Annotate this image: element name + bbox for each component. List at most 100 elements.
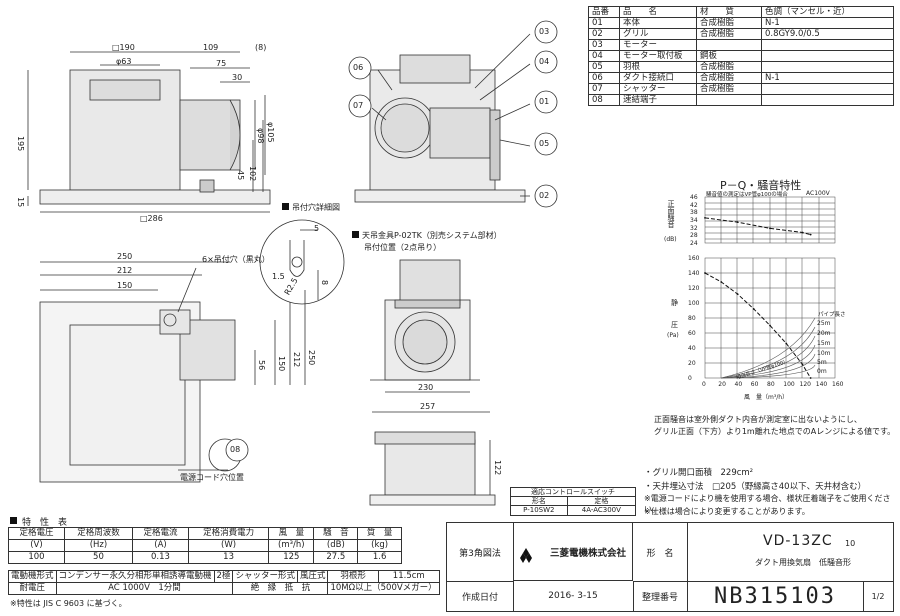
chart-title: P－Q・騒音特性 [720,179,802,192]
dim-label: 6×吊付穴（黒丸） [202,255,270,264]
noise-point [809,233,812,236]
dim-label: (8) [255,43,267,52]
table-row: 電動機形式 コンデンサー永久分相形単相誘導電動機 2極 シャッター形式 風圧式 … [8,570,440,583]
dim-label: φ63 [116,57,132,66]
dim-label: □286 [140,214,163,223]
dim-label: 8 [320,280,329,286]
pressure-tick: 80 [688,315,696,322]
note-line: ※仕様は場合により変更することがあります。 [644,507,810,516]
parts-table-header: 品番 品 名 材 質 色調（マンセル・近） [588,6,894,18]
spec-table-title: 特 性 表 [22,518,68,528]
noise-tick: 42 [690,201,698,209]
pressure-tick: 120 [688,285,700,292]
dim-label: φ98 [256,128,265,144]
side-view-drawing [354,33,531,203]
dim-label: 1.5 [272,272,285,281]
section-marker [282,203,289,210]
dim-label: 30 [232,73,243,82]
callout-label: 07 [353,101,364,110]
page-number: 1/2 [871,591,885,601]
title-block: 第3角図法 三菱電機株式会社 形 名 VD-13ZC 10 ダクト用換気扇 低騒… [446,522,894,612]
pressure-tick: 100 [688,300,700,307]
noise-tick: 34 [690,217,698,224]
model-number: VD-13ZC [763,533,833,549]
x-tick: 40 [734,381,743,388]
model-label: 形 名 [633,523,688,582]
suspension-drawing [369,259,496,506]
noise-axis-unit: (dB) [664,236,677,243]
noise-point [801,231,804,234]
suspension-title: 天吊金具P-02TK（別売システム部材） [362,231,502,240]
pq-point [801,363,804,366]
chart-voltage: AC100V [806,190,830,197]
hole-detail-drawing [259,219,345,305]
pressure-axis-label: 静 [671,299,678,307]
noise-tick: 28 [690,232,698,240]
pipe-length-label: パイプ長さ [818,312,846,318]
x-tick: 60 [750,381,759,388]
dim-label: 5 [314,224,320,233]
dim-label: 212 [292,352,301,368]
front-view-drawing [27,51,271,213]
dim-label: 150 [117,281,133,290]
dim-label: 15 [16,197,25,208]
pq-curve [704,272,812,379]
spec-table-units: (V) (Hz) (A) (W) (m³/h) (dB) (kg) [8,539,402,552]
note-line: グリル正面（下方）より1m離れた地点でのAレンジによる値です。 [654,427,896,436]
pressure-tick: 60 [688,330,696,337]
model-cell: VD-13ZC 10 ダクト用換気扇 低騒音形 [687,523,893,582]
pressure-axis-unit: (Pa) [667,332,679,339]
chart-condition: 騒音値の測定はVP管φ100の場合 [706,192,788,198]
pipe-length: 25m [817,320,831,327]
noise-tick: 32 [690,224,698,232]
pressure-tick: 160 [688,255,700,262]
created-date: 2016- 3-15 [513,581,634,611]
x-tick: 120 [799,381,811,388]
dim-label: □190 [112,43,135,52]
section-marker [10,517,17,524]
callout-circles [225,20,558,462]
pipe-length: 10m [817,350,831,357]
callout-label: 08 [230,445,241,454]
spec-footnote: ※特性は JIS C 9603 に基づく。 [10,599,127,608]
callout-label: 06 [353,63,364,72]
dim-label: 250 [117,252,133,261]
noise-point [704,217,706,219]
dim-label: φ105 [266,122,275,143]
x-tick: 100 [783,381,795,388]
dim-label: 45 [236,170,245,181]
note-line: 正面騒音は室外側ダクト内音が測定室に出ないようにし、 [654,415,862,424]
section-marker [352,231,359,238]
dim-label: 122 [493,460,502,476]
product-name: ダクト用換気扇 低騒音形 [755,558,851,567]
pipe-resistance-curves [720,317,816,379]
dim-label: 250 [307,350,316,366]
projection-method: 第3角図法 [447,523,514,582]
pressure-tick: 140 [688,270,700,277]
pq-point [809,377,812,379]
bottom-view-drawing [39,261,306,483]
noise-tick: 46 [690,194,698,201]
pressure-tick: 0 [688,375,692,382]
pressure-axis-label: 圧 [671,321,678,329]
noise-point [736,221,739,223]
company-name: 三菱電機株式会社 [513,523,633,581]
dim-label: 56 [257,360,266,371]
dim-label: 75 [216,59,227,68]
pq-point [704,272,706,274]
pq-point [720,281,723,283]
noise-point [769,227,771,230]
dim-label: 230 [418,383,434,392]
dim-label: 212 [117,266,133,275]
spec-table-motor: 電動機形式 コンデンサー永久分相形単相誘導電動機 2極 シャッター形式 風圧式 … [8,570,440,595]
callout-label: 04 [539,57,550,66]
doc-number-label: 整理番号 [633,581,688,611]
dim-label: 257 [420,402,436,411]
